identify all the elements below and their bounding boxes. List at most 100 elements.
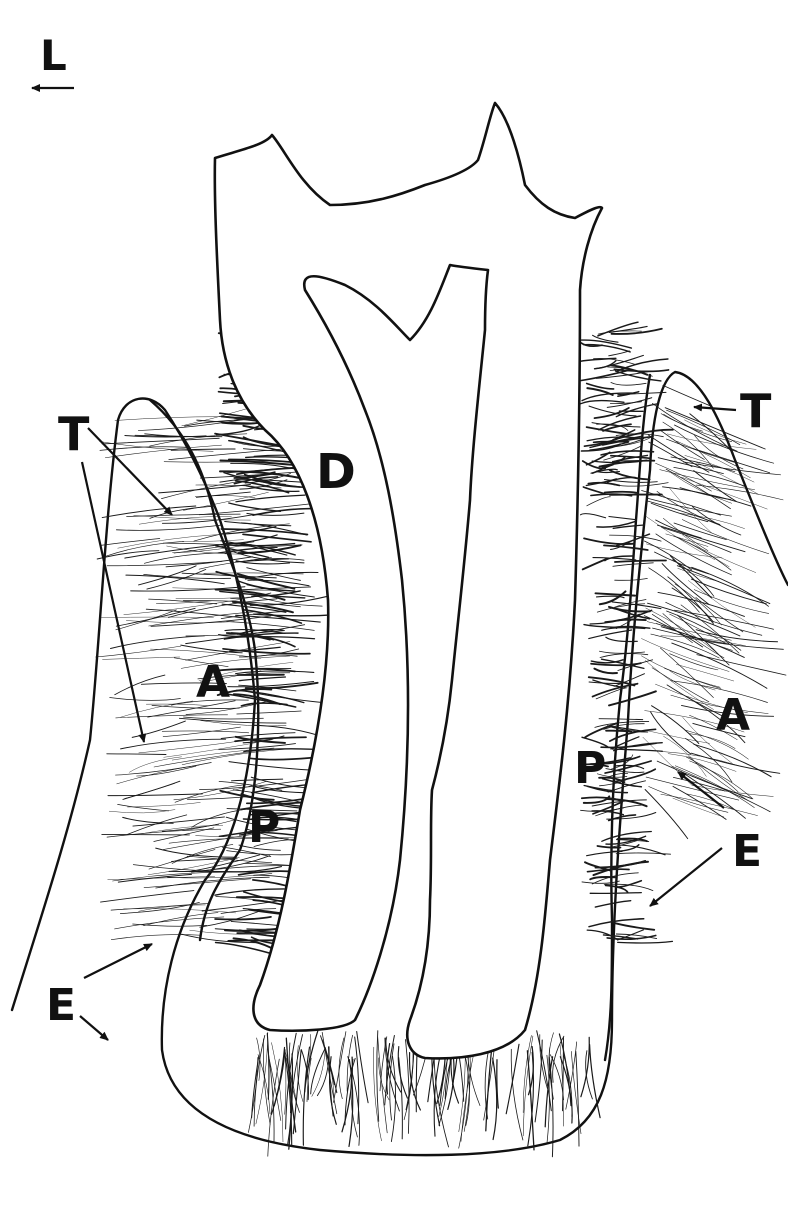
fiber-stroke: [192, 809, 248, 827]
fiber-stroke: [609, 351, 630, 356]
fiber-stroke: [646, 730, 710, 743]
transseptal-label-left: T: [58, 407, 90, 461]
fiber-stroke: [691, 753, 780, 773]
fiber-stroke: [583, 559, 608, 570]
fiber-stroke: [506, 1044, 519, 1113]
fiber-stroke: [594, 442, 629, 443]
fiber-stroke: [600, 651, 645, 653]
fiber-stroke: [156, 877, 269, 888]
fiber-stroke: [355, 1037, 359, 1124]
fiber-stroke: [652, 706, 699, 744]
fiber-stroke: [696, 630, 777, 642]
fiber-stroke: [127, 514, 241, 516]
fiber-stroke: [609, 517, 636, 520]
fiber-stroke: [110, 698, 181, 701]
fiber-stroke: [599, 719, 643, 720]
fiber-stroke: [247, 513, 304, 515]
fiber-stroke: [231, 633, 295, 647]
transseptal-label-right: T: [740, 384, 772, 438]
fiber-stroke: [237, 711, 301, 714]
epithelium-label-right: E: [732, 826, 762, 877]
fiber-stroke: [232, 779, 283, 781]
arrow-t-right: [694, 407, 736, 410]
fiber-stroke: [611, 383, 646, 386]
fiber-stroke: [618, 941, 673, 943]
fiber-stroke: [334, 1032, 346, 1103]
fiber-stroke: [102, 834, 190, 835]
arrow-t-left-2: [82, 462, 144, 742]
fiber-stroke: [670, 654, 718, 670]
fiber-stroke: [647, 622, 731, 641]
fiber-stroke: [594, 669, 617, 674]
arrow-e-right-2: [650, 848, 722, 906]
fiber-stroke: [648, 435, 709, 472]
fiber-stroke: [644, 616, 702, 647]
fiber-stroke: [256, 1032, 268, 1124]
fiber-stroke: [250, 758, 311, 760]
fiber-stroke: [305, 1031, 318, 1092]
fiber-stroke: [254, 614, 338, 616]
fiber-stroke: [322, 1032, 337, 1113]
fiber-stroke: [182, 540, 243, 542]
fiber-stroke: [616, 853, 670, 854]
fiber-stroke: [241, 703, 287, 706]
fiber-stroke: [593, 558, 636, 560]
fiber-stroke: [96, 646, 181, 657]
fiber-stroke: [144, 879, 251, 888]
fiber-stroke: [118, 804, 169, 811]
fiber-stroke: [147, 569, 206, 589]
fiber-stroke: [312, 1049, 325, 1096]
fiber-stroke: [406, 1040, 410, 1134]
fiber-stroke: [144, 913, 218, 926]
fiber-stroke: [109, 810, 175, 813]
fiber-stroke: [667, 410, 740, 445]
dentine-label: D: [316, 444, 356, 500]
fiber-stroke: [107, 754, 166, 755]
fiber-stroke: [641, 656, 720, 688]
alveolar-label-right: A: [716, 690, 750, 741]
fiber-stroke: [686, 757, 738, 792]
fiber-stroke: [111, 903, 210, 910]
fiber-stroke: [614, 483, 669, 487]
fiber-stroke: [599, 416, 641, 430]
fiber-stroke: [103, 657, 180, 659]
fiber-stroke: [159, 485, 251, 493]
fiber-stroke: [252, 1056, 259, 1118]
fiber-stroke: [602, 628, 645, 631]
fiber-stroke: [694, 744, 771, 776]
fiber-stroke: [595, 901, 630, 907]
alveolar-label-left: A: [196, 657, 230, 708]
fiber-stroke: [663, 487, 751, 506]
fiber-stroke: [610, 402, 641, 404]
fiber-stroke: [285, 1058, 286, 1115]
fiber-stroke: [115, 917, 224, 929]
fiber-stroke: [618, 620, 646, 621]
fiber-stroke: [239, 677, 285, 681]
fiber-stroke: [149, 612, 253, 626]
epithelium-label-left: E: [46, 980, 76, 1031]
fiber-stroke: [615, 923, 654, 930]
fiber-stroke: [563, 1055, 572, 1117]
fiber-stroke: [139, 741, 244, 753]
periodontal-label-left: P: [248, 802, 280, 853]
fiber-stroke: [599, 461, 654, 467]
fiber-stroke: [605, 492, 638, 493]
fiber-stroke: [124, 600, 240, 615]
fiber-stroke: [587, 452, 610, 465]
fiber-stroke: [139, 566, 197, 585]
fiber-stroke: [581, 358, 616, 361]
fiber-stroke: [229, 762, 313, 771]
fiber-stroke: [590, 893, 641, 894]
arrow-e-left-1: [84, 944, 152, 978]
fiber-stroke: [583, 487, 604, 494]
fiber-stroke: [121, 739, 226, 749]
fiber-stroke: [591, 663, 641, 665]
fiber-stroke: [116, 525, 221, 530]
fiber-stroke: [671, 457, 735, 472]
fiber-stroke: [162, 731, 249, 733]
fiber-stroke: [649, 442, 692, 467]
fiber-stroke: [129, 757, 181, 773]
periodontal-label-right: P: [574, 743, 606, 794]
fiber-stroke: [150, 506, 216, 518]
fiber-stroke: [595, 721, 649, 727]
